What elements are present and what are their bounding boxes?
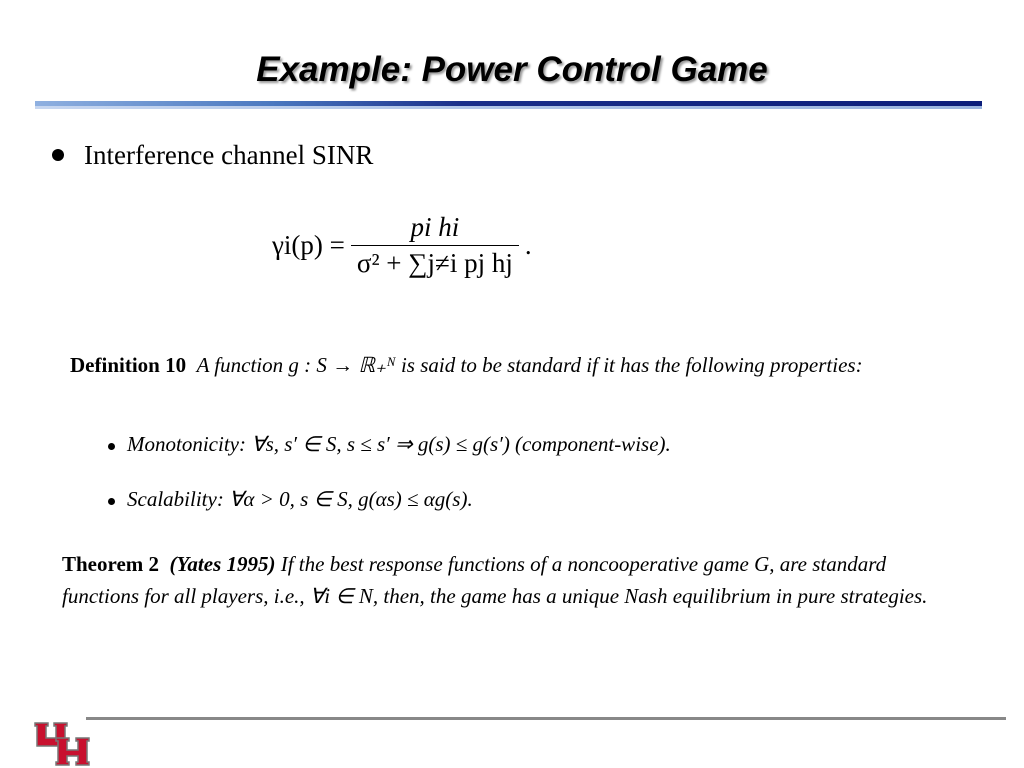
equation-numerator: pi hi bbox=[410, 212, 460, 242]
slide-title: Example: Power Control Game bbox=[256, 50, 768, 89]
uh-logo-icon bbox=[34, 722, 90, 766]
bullet-icon bbox=[108, 442, 115, 450]
definition-label: Definition 10 bbox=[70, 353, 187, 377]
theorem-text: If the best response functions of a nonc… bbox=[62, 552, 928, 608]
title-divider bbox=[35, 101, 982, 109]
definition-text: A function g : S → ℝ₊ᴺ is said to be sta… bbox=[196, 353, 863, 377]
equation-fraction: pi hi σ² + ∑j≠i pj hj bbox=[350, 212, 519, 279]
bullet-icon bbox=[52, 148, 64, 161]
theorem-label: Theorem 2 bbox=[62, 552, 160, 576]
theorem-citation: (Yates 1995) bbox=[169, 552, 276, 576]
sinr-equation: γi(p) = pi hi σ² + ∑j≠i pj hj . bbox=[272, 212, 532, 279]
footer-divider bbox=[86, 717, 1006, 720]
equation-lhs: γi(p) = bbox=[272, 230, 345, 260]
definition-properties: Monotonicity: ∀s, s′ ∈ S, s ≤ s′ ⇒ g(s) … bbox=[108, 432, 671, 542]
property-item: Scalability: ∀α > 0, s ∈ S, g(αs) ≤ αg(s… bbox=[108, 487, 671, 512]
property-text: Monotonicity: ∀s, s′ ∈ S, s ≤ s′ ⇒ g(s) … bbox=[127, 432, 671, 456]
property-item: Monotonicity: ∀s, s′ ∈ S, s ≤ s′ ⇒ g(s) … bbox=[108, 432, 671, 457]
title-divider-light bbox=[35, 106, 982, 109]
equation-denominator: σ² + ∑j≠i pj hj bbox=[350, 245, 519, 279]
equation-trail: . bbox=[524, 230, 532, 260]
bullet-icon bbox=[108, 497, 115, 505]
bullet-item: Interference channel SINR bbox=[52, 140, 373, 171]
definition-block: Definition 10 A function g : S → ℝ₊ᴺ is … bbox=[70, 350, 920, 381]
theorem-block: Theorem 2 (Yates 1995) If the best respo… bbox=[62, 548, 952, 612]
bullet-text: Interference channel SINR bbox=[84, 140, 374, 170]
property-text: Scalability: ∀α > 0, s ∈ S, g(αs) ≤ αg(s… bbox=[127, 487, 473, 511]
